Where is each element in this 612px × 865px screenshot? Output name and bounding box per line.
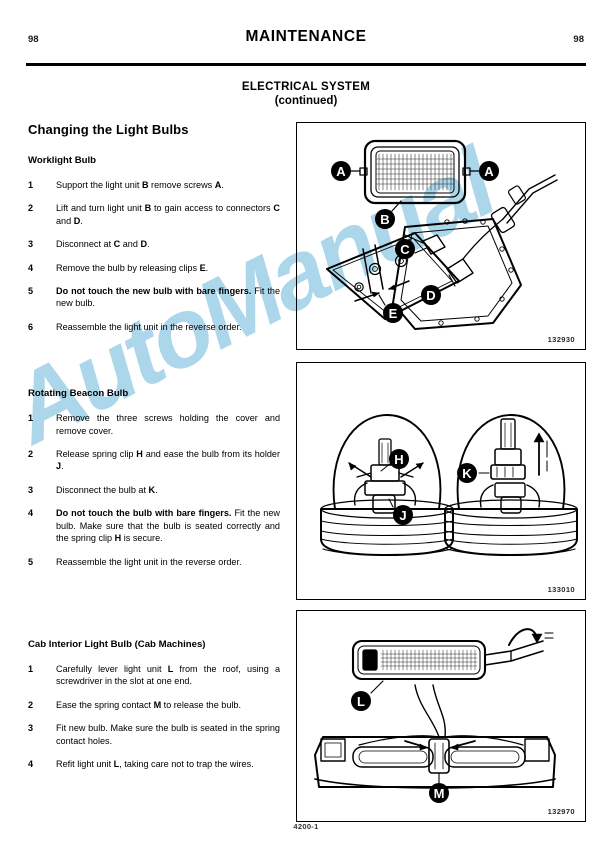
page-heading: Changing the Light Bulbs: [28, 122, 189, 137]
step-text: Do not touch the bulb with bare fingers.…: [56, 508, 280, 544]
svg-text:L: L: [357, 694, 365, 709]
figure-cab-interior-svg: L M: [314, 628, 556, 803]
figure-beacon-svg: H J K: [320, 414, 578, 556]
instruction-step: 1 Support the light unit B remove screws …: [28, 179, 280, 191]
figure-number: 132930: [547, 335, 575, 344]
instruction-step: 3 Fit new bulb. Make sure the bulb is sea…: [28, 722, 280, 747]
block-title: Rotating Beacon Bulb: [28, 388, 129, 400]
step-text: Support the light unit B remove screws A…: [56, 180, 224, 190]
step-number: 3: [28, 484, 34, 495]
callout-group: H J K: [389, 449, 477, 525]
step-number: 6: [28, 321, 34, 332]
svg-text:D: D: [426, 288, 435, 303]
svg-text:C: C: [400, 242, 410, 257]
block-spacer: [28, 344, 280, 380]
figure-panel-cab-interior: L M 132970: [296, 610, 586, 822]
instruction-step: 6 Reassemble the light unit in the revers…: [28, 321, 280, 333]
step-text: Release spring clip H and ease the bulb …: [56, 449, 280, 472]
block-title: Worklight Bulb: [28, 155, 97, 166]
step-number: 4: [28, 508, 34, 519]
step-number: 3: [28, 723, 34, 734]
instruction-block: Worklight Bulb 1 Support the light unit B …: [28, 155, 280, 380]
instruction-step: 1 Carefully lever light unit L from the r…: [28, 663, 280, 688]
section-title-line2: (continued): [274, 95, 338, 107]
instruction-block: Cab Interior Light Bulb (Cab Machines) 1 C…: [28, 639, 280, 770]
section-title: ELECTRICAL SYSTEM (continued): [22, 80, 590, 108]
step-number: 1: [28, 413, 34, 424]
svg-text:B: B: [380, 212, 389, 227]
step-text: Refit light unit L, taking care not to t…: [56, 758, 254, 769]
step-text: Disconnect the bulb at K.: [56, 484, 158, 495]
step-text: Remove the three screws holding the cove…: [56, 413, 280, 436]
document-title: MAINTENANCE: [245, 28, 367, 45]
instruction-step: 2 Ease the spring contact M to release th…: [28, 699, 280, 711]
instruction-step: 4 Remove the bulb by releasing clips E.: [28, 262, 280, 274]
step-number: 5: [28, 286, 34, 297]
instruction-step: 2 Release spring clip H and ease the bulb…: [28, 448, 280, 473]
step-number: 4: [28, 758, 34, 769]
step-text: Remove the bulb by releasing clips E.: [56, 262, 209, 273]
block-spacer: [28, 579, 280, 631]
step-text: Lift and turn light unit B to gain acces…: [56, 203, 280, 226]
figure-number: 133010: [547, 585, 575, 594]
figure-worklight-svg: A A B C D E: [326, 139, 558, 330]
step-text: Ease the spring contact M to release the…: [56, 699, 242, 710]
svg-text:K: K: [462, 466, 472, 481]
step-number: 1: [28, 663, 34, 674]
step-number: 1: [28, 180, 34, 190]
figure-panel-beacon: H J K 133010: [296, 362, 586, 600]
step-number: 2: [28, 699, 34, 710]
folio-right: 98: [573, 34, 584, 45]
page-header: 98 MAINTENANCE 98: [22, 28, 590, 62]
step-number: 3: [28, 239, 34, 250]
instruction-step: 4 Refit light unit L, taking care not to …: [28, 758, 280, 770]
instruction-step: 3 Disconnect the bulb at K.: [28, 484, 280, 496]
instruction-step: 5 Do not touch the new bulb with bare fin…: [28, 285, 280, 310]
svg-text:A: A: [484, 164, 494, 179]
header-rule: [26, 63, 586, 66]
instruction-step: 3 Disconnect at C and D.: [28, 238, 280, 250]
step-text: Disconnect at C and D.: [56, 239, 150, 250]
block-title: Cab Interior Light Bulb (Cab Machines): [28, 638, 206, 650]
svg-text:A: A: [336, 164, 346, 179]
instruction-step: 5 Reassemble the light unit in the revers…: [28, 556, 280, 568]
step-text: Carefully lever light unit L from the ro…: [56, 663, 280, 687]
step-text: Do not touch the new bulb with bare fing…: [56, 286, 280, 309]
figure-panel-worklight: A A B C D E 132930: [296, 122, 586, 350]
step-number: 2: [28, 449, 34, 460]
instruction-step: 2 Lift and turn light unit B to gain acce…: [28, 202, 280, 227]
section-title-line1: ELECTRICAL SYSTEM: [241, 81, 371, 93]
svg-text:M: M: [434, 786, 445, 801]
folio-left: 98: [28, 34, 39, 45]
step-number: 4: [28, 262, 34, 273]
step-text: Fit new bulb. Make sure the bulb is seat…: [56, 723, 280, 746]
instruction-step: 4 Do not touch the bulb with bare fingers…: [28, 507, 280, 544]
step-text: Reassemble the light unit in the reverse…: [56, 321, 242, 332]
callout-group: L M: [351, 691, 449, 803]
instruction-block: Rotating Beacon Bulb 1 Remove the three sc…: [28, 388, 280, 631]
svg-text:H: H: [394, 452, 403, 467]
figure-number: 132970: [547, 807, 575, 816]
step-text: Reassemble the light unit in the reverse…: [56, 556, 242, 567]
step-number: 2: [28, 203, 34, 214]
svg-text:J: J: [399, 508, 406, 523]
instruction-blocks: Worklight Bulb 1 Support the light unit B …: [28, 155, 280, 770]
instruction-step: 1 Remove the three screws holding the cov…: [28, 412, 280, 437]
callout-group: A A B C D E: [331, 161, 499, 323]
svg-text:E: E: [389, 306, 398, 321]
step-number: 5: [28, 556, 34, 567]
page-footer: 4200-1: [293, 822, 319, 831]
instructions-column: Changing the Light Bulbs Worklight Bulb 1…: [28, 122, 280, 781]
